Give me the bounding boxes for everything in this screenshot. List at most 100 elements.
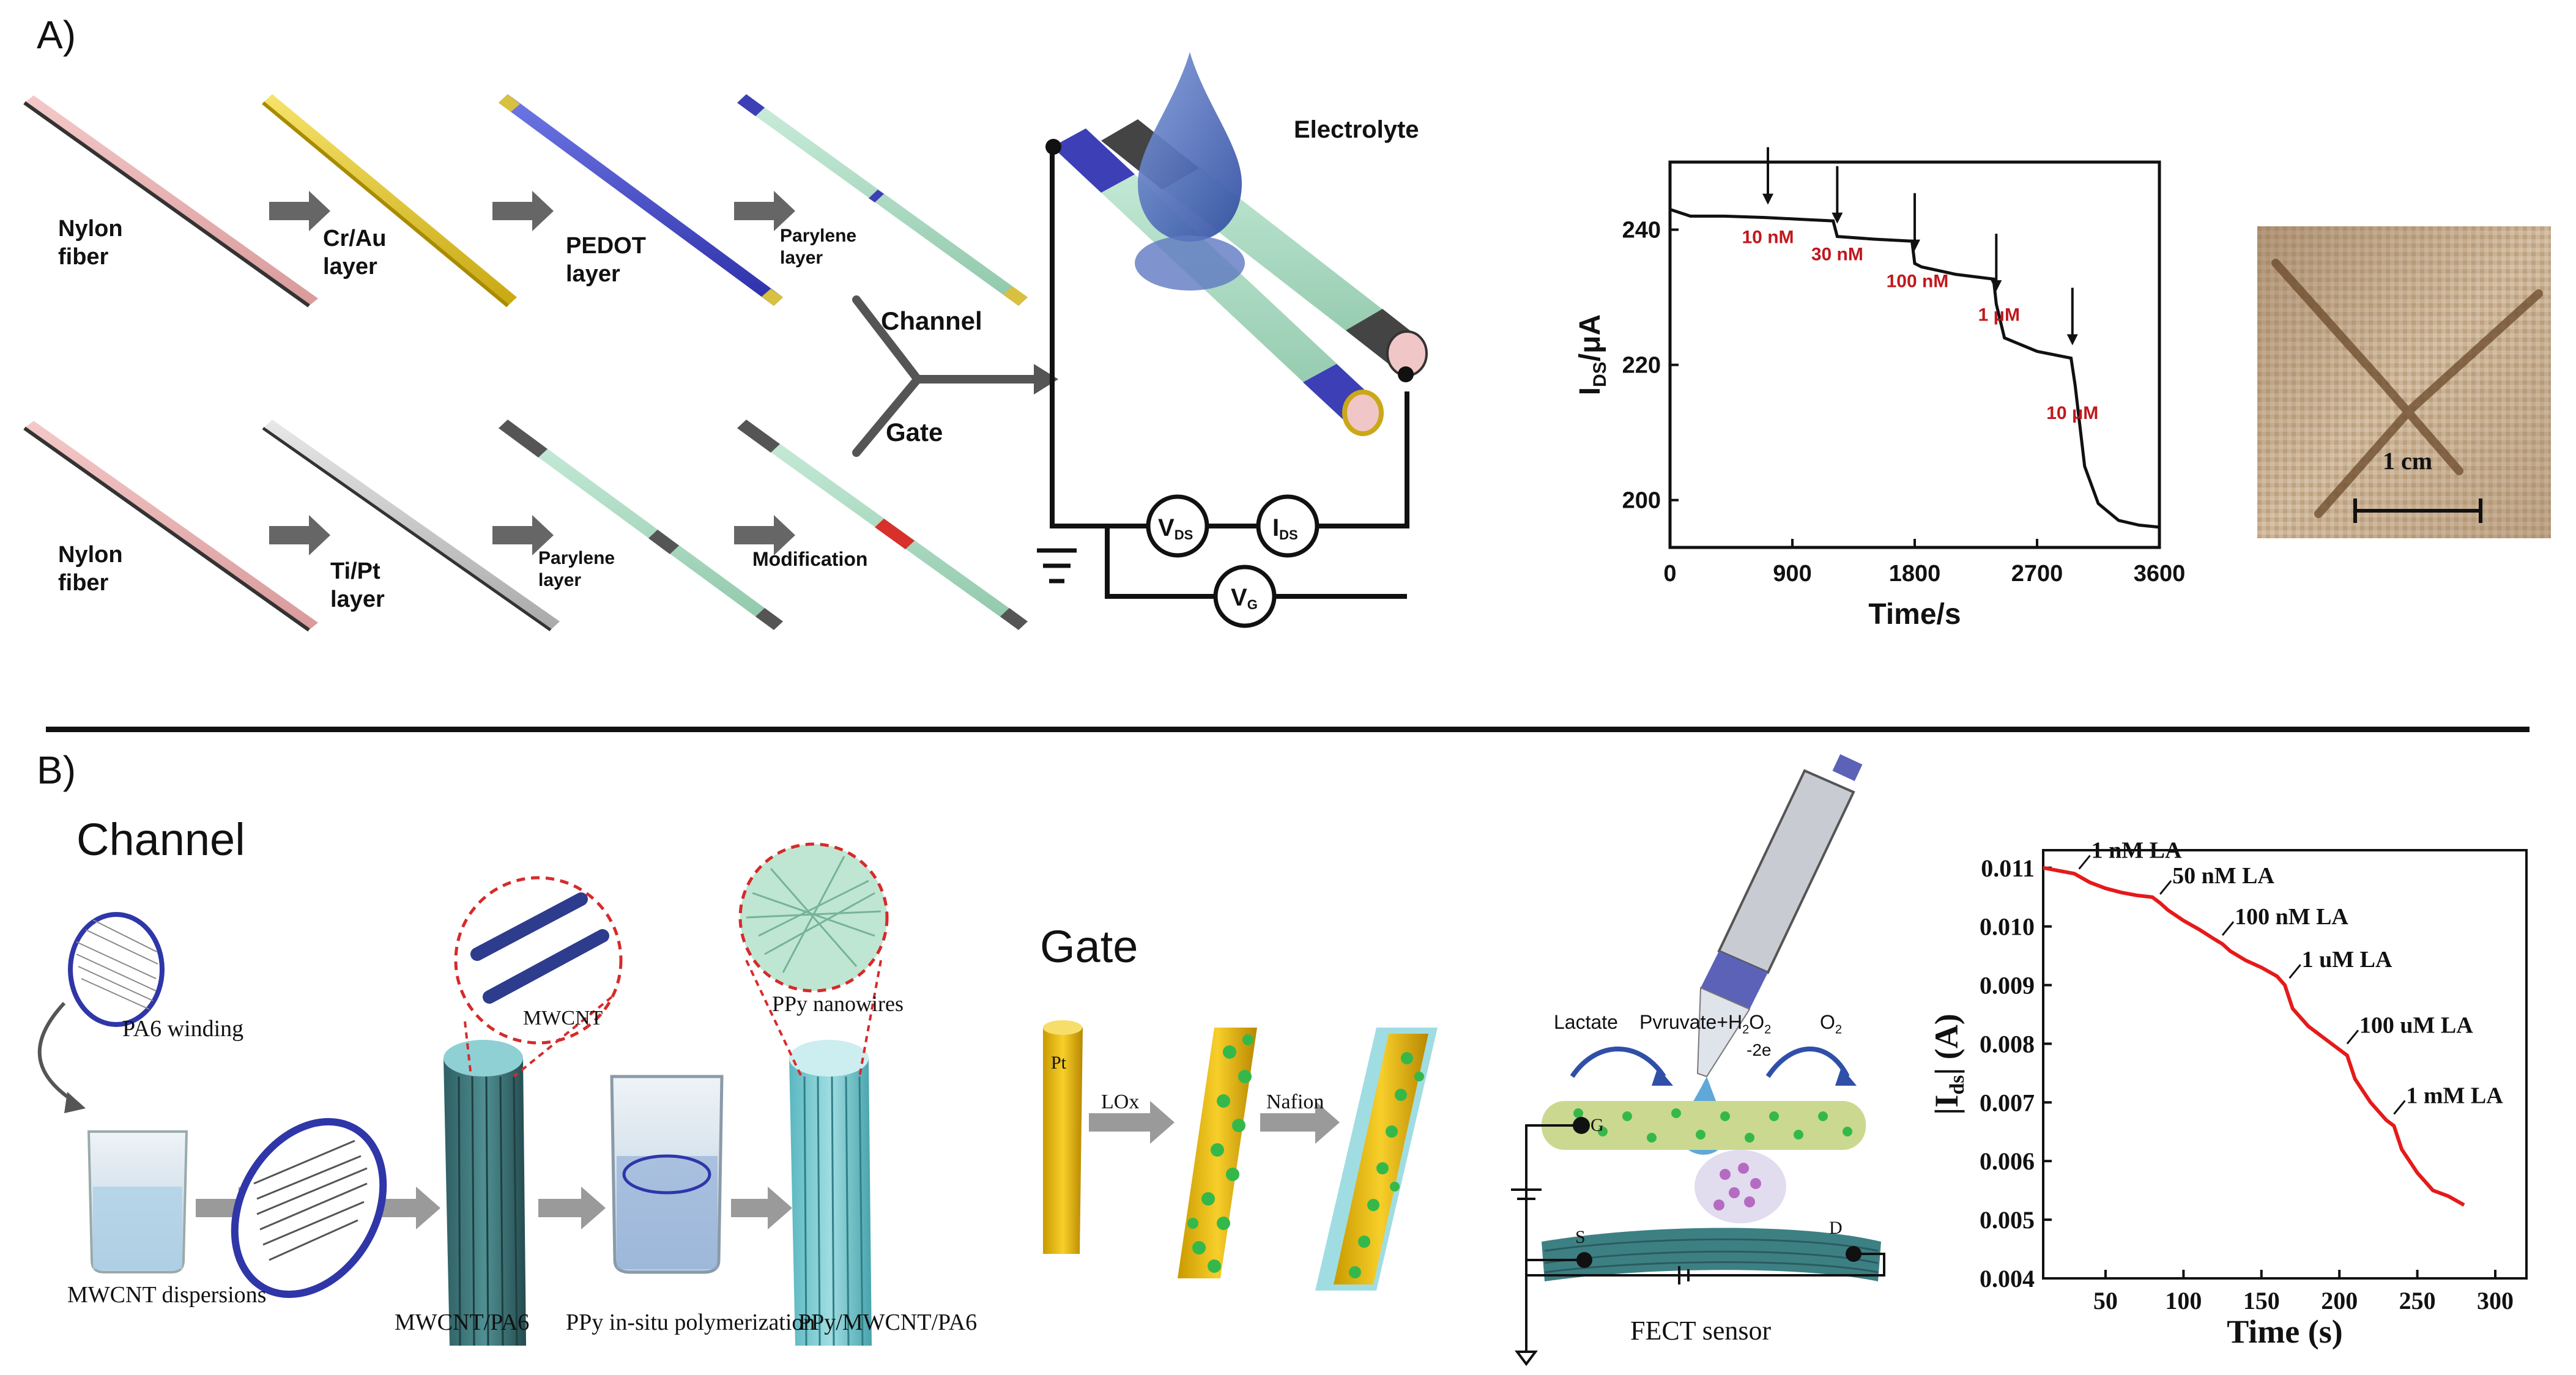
annotation-pointer [2346,1029,2359,1045]
ti-pt-fiber [262,420,560,632]
ppy-nanowires-label: PPy nanowires [772,991,904,1016]
nylon-fiber-label-bottom: Nylon fiber [58,542,123,596]
pa6-winding-label: PA6 winding [122,1016,244,1042]
ppy-mwcnt-pa6-label: PPy/MWCNT/PA6 [798,1310,978,1335]
la-concentration-label: 1 mM LA [2406,1083,2503,1109]
annotation-pointer [2288,964,2301,979]
pt-wire [1043,1020,1083,1254]
electron-label: -2e [1746,1040,1772,1059]
concentration-label: 1 μM [1978,305,2020,325]
ids-series-line [1669,207,2160,529]
mwcnt-beaker [87,1130,188,1273]
parylene-fiber-bottom [499,420,783,630]
y-tick-label: 240 [1622,218,1661,243]
concentration-label: 100 nM [1887,271,1949,291]
addition-arrowhead [1991,280,2002,292]
nylon-fiber-bottom [23,421,318,632]
pt-label: Pt [1051,1053,1067,1073]
channel-gate-connector [852,295,1038,457]
lactate-label: Lactate [1554,1011,1618,1033]
y-tick-label: 0.006 [1980,1147,2035,1175]
panel-a-label: A) [37,13,76,57]
cr-au-layer-label: Cr/Au layer [323,226,387,280]
nylon-fiber-top [23,95,318,308]
chart-a-xlabel: Time/s [1868,598,1961,631]
x-tick-label: 200 [2321,1287,2358,1314]
x-tick-label: 300 [2477,1287,2514,1314]
la-concentration-label: 100 uM LA [2359,1012,2473,1038]
channel-branch-label: Channel [881,306,982,335]
concentration-label: 10 μM [2046,403,2098,423]
y-tick-label: 200 [1622,488,1661,514]
x-tick-label: 0 [1663,561,1676,587]
x-tick-label: 50 [2093,1287,2118,1314]
vds-meter-label: VDS [1158,514,1193,543]
s-terminal-label: S [1575,1227,1586,1247]
addition-arrowhead [2066,334,2078,346]
y-tick-label: 0.011 [1981,854,2035,882]
chart-b-xlabel: Time (s) [2227,1313,2342,1350]
pyruvate-label: Pvruvate+H2O2 [1639,1011,1772,1037]
lox-arrow-icon [1089,1101,1175,1144]
la-concentration-label: 1 nM LA [2092,838,2182,864]
mwcnt-label: MWCNT [523,1007,603,1029]
y-tick-label: 0.010 [1980,913,2035,941]
chart-a-ylabel: IDS/μA [1574,314,1610,395]
process-arrow-icons [269,191,795,555]
panel-b-diagram [37,754,1885,1366]
panel-a-fabrication-diagram: VDS IDS VG [23,52,1428,632]
fect-sensor-schematic [1511,754,1885,1366]
parylene-layer-label-top: Parylene layer [780,226,857,268]
vg-meter-label: VG [1231,584,1258,612]
o2-label: O2 [1820,1011,1843,1037]
electrolyte-label: Electrolyte [1294,116,1419,143]
ecg-device-schematic [1037,52,1428,628]
addition-arrowhead [1909,239,1920,251]
la-concentration-label: 50 nM LA [2172,863,2274,889]
addition-arrowhead [1762,193,1773,205]
x-tick-label: 2700 [2011,561,2063,587]
fabric-photo: 1 cm [2257,226,2551,538]
x-tick-label: 100 [2165,1287,2202,1314]
d-terminal-label: D [1829,1218,1843,1238]
wound-frame [231,1117,387,1299]
ppy-beaker [610,1075,724,1274]
gate-branch-label: Gate [886,418,943,447]
nafion-label: Nafion [1266,1091,1324,1113]
lox-coated-wire [1178,1028,1257,1278]
y-tick-label: 0.009 [1980,972,2035,999]
x-tick-label: 250 [2399,1287,2436,1314]
mwcnt-tubes [470,892,609,1004]
nylon-fiber-label-top: Nylon fiber [58,216,123,270]
modification-label: Modification [752,548,868,570]
concentration-label: 10 nM [1742,228,1794,248]
curved-arrow-icon [37,1001,75,1103]
gate-title: Gate [1040,921,1138,972]
y-tick-label: 0.007 [1980,1089,2035,1116]
fect-sensor-label: FECT sensor [1630,1316,1772,1346]
channel-title: Channel [76,814,245,865]
x-tick-label: 3600 [2134,561,2186,587]
parylene-fiber-top [737,94,1028,306]
y-tick-label: 220 [1622,353,1661,379]
ppy-insitu-label: PPy in-situ polymerization [566,1310,815,1335]
panel-divider [46,727,2530,732]
mwcnt-pa6-bundle [444,1040,526,1346]
lox-label: LOx [1101,1091,1140,1113]
ti-pt-layer-label: Ti/Pt layer [330,558,385,612]
chart-b-ylabel: |Ids| (A) [1928,1014,1969,1114]
concentration-label: 30 nM [1811,244,1863,264]
y-tick-label: 0.004 [1980,1265,2035,1292]
cr-au-fiber [262,94,517,308]
modified-fiber [737,420,1028,630]
ids-meter-label: IDS [1272,514,1298,543]
parylene-layer-label-bottom: Parylene layer [538,548,615,590]
arrow-to-device-icon [1034,364,1058,395]
ppy-mwcnt-pa6-bundle [789,1040,872,1346]
panel-b-label: B) [37,748,76,792]
annotation-pointer [2221,921,2235,936]
g-terminal-label: G [1591,1115,1604,1135]
pedot-fiber [499,94,783,306]
y-tick-label: 0.008 [1980,1030,2035,1058]
